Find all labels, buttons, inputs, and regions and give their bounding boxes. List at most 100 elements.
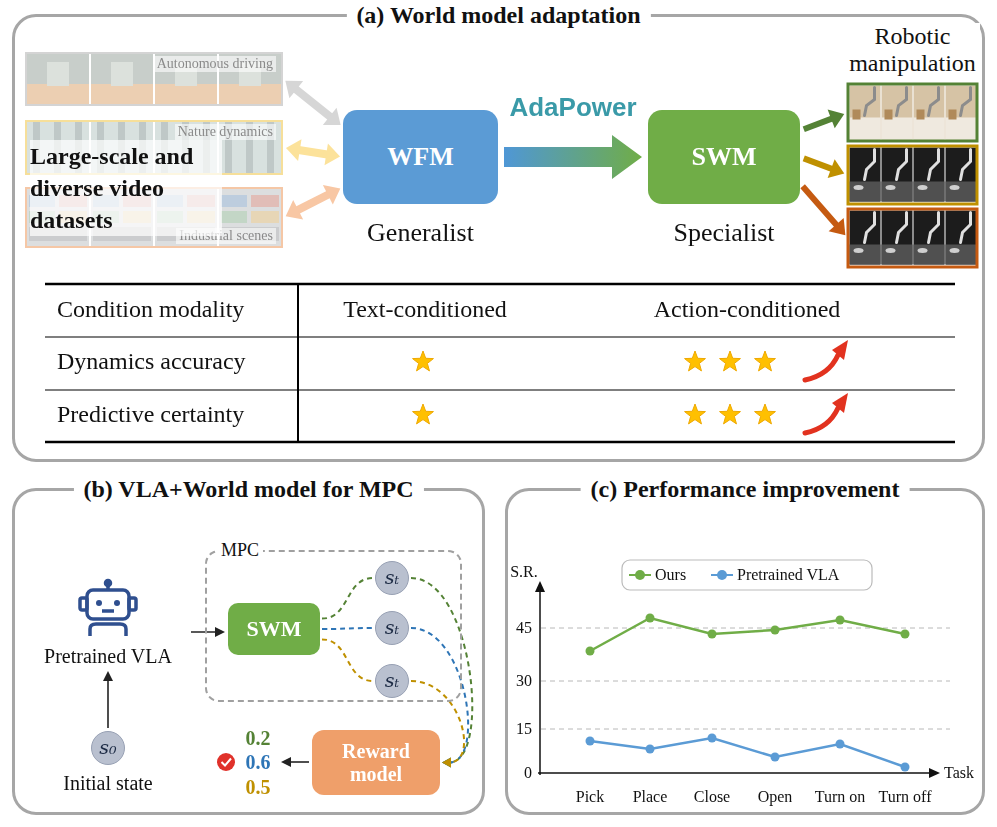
video-frames bbox=[27, 54, 281, 246]
video-frames bbox=[91, 54, 153, 104]
node-text: Nature dynamics bbox=[175, 124, 276, 140]
robot-frames bbox=[882, 86, 913, 140]
robot-frames bbox=[882, 148, 913, 202]
table-cell: Predictive certainty bbox=[57, 401, 244, 429]
robot-icon bbox=[80, 598, 87, 610]
table-rule bbox=[45, 283, 955, 286]
trend-arrow bbox=[805, 393, 848, 433]
arrow-head bbox=[215, 627, 225, 637]
trend-arrow bbox=[832, 393, 848, 413]
connector bbox=[804, 158, 845, 178]
node-text: (b) VLA+World model for MPC bbox=[73, 474, 423, 504]
state-circle: sₜ bbox=[375, 664, 409, 698]
legend-swatch bbox=[629, 574, 651, 576]
score-value: 0.2 bbox=[246, 727, 271, 750]
video-frames bbox=[27, 54, 89, 104]
chart-axis bbox=[929, 768, 940, 778]
robot-frames bbox=[848, 146, 977, 204]
series-ours bbox=[708, 630, 717, 639]
robot-frames bbox=[914, 148, 945, 202]
node-text: Pretrained VLA bbox=[28, 645, 188, 668]
table-rule bbox=[45, 284, 955, 442]
connector-line bbox=[804, 158, 834, 169]
series-ours bbox=[586, 614, 910, 656]
rating-star bbox=[413, 404, 434, 424]
state-circle: s₀Initial state bbox=[91, 731, 125, 765]
state-circle: sₜ bbox=[375, 561, 409, 595]
arrow-head bbox=[828, 110, 845, 129]
robot-icon bbox=[114, 600, 120, 606]
tick-label: 30 bbox=[516, 672, 532, 690]
node-text: SWM bbox=[692, 142, 757, 172]
table-cell: Action-conditioned bbox=[654, 296, 841, 324]
series-ours bbox=[836, 616, 845, 625]
robot-frames bbox=[850, 148, 881, 202]
series-pretrained bbox=[836, 740, 845, 749]
trend-arrow bbox=[832, 340, 848, 360]
table-rule bbox=[45, 441, 955, 444]
connector bbox=[322, 578, 373, 619]
series-ours bbox=[646, 614, 655, 623]
trend-arrow bbox=[805, 355, 838, 380]
robot-frames bbox=[914, 211, 945, 265]
robot-icon bbox=[96, 600, 102, 606]
check-icon bbox=[217, 753, 235, 771]
connector-line bbox=[294, 88, 332, 118]
check-icon bbox=[222, 759, 232, 766]
rating-star bbox=[413, 351, 434, 371]
arrow-head bbox=[442, 758, 451, 768]
connector-line bbox=[296, 194, 331, 212]
series-ours bbox=[590, 618, 905, 651]
node-text: (a) World model adaptation bbox=[346, 0, 650, 30]
rating-star bbox=[755, 404, 776, 424]
connector bbox=[286, 139, 340, 165]
panel: (c) Performance improvement bbox=[505, 488, 985, 815]
robot-frames bbox=[914, 86, 945, 140]
connector-line bbox=[803, 186, 838, 226]
robot-frames bbox=[946, 148, 977, 202]
rating-star bbox=[685, 404, 706, 424]
connector bbox=[804, 110, 845, 130]
rating-star bbox=[720, 351, 741, 371]
node-text: sₜ bbox=[385, 670, 399, 692]
arrow-head bbox=[323, 185, 340, 205]
model-box: SWMSpecialist bbox=[648, 110, 800, 204]
node-text: SWM bbox=[247, 616, 302, 641]
node-text: WFM bbox=[387, 142, 453, 172]
category-label: Pick bbox=[576, 788, 604, 806]
robot-icon bbox=[102, 609, 114, 613]
connector bbox=[803, 186, 846, 235]
robot-frames bbox=[946, 211, 977, 265]
score-arrow bbox=[281, 757, 309, 767]
reward-box: Reward model bbox=[312, 730, 440, 795]
check-icon bbox=[217, 753, 235, 771]
category-label: Turn on bbox=[815, 788, 866, 806]
node-text: Initial state bbox=[63, 772, 152, 795]
table-rule bbox=[297, 284, 299, 442]
score-value: 0.5 bbox=[246, 776, 271, 799]
arrow-head bbox=[323, 108, 341, 125]
arrow-head bbox=[103, 671, 113, 681]
arrow-head bbox=[286, 139, 302, 161]
connector-line bbox=[297, 150, 329, 155]
table-rule bbox=[45, 389, 955, 390]
dataset-caption: Large-scale and diverse video datasets bbox=[30, 140, 222, 236]
category-label: Close bbox=[694, 788, 730, 806]
robot-frames bbox=[882, 211, 913, 265]
table-cell: Text-conditioned bbox=[343, 296, 507, 324]
robot-frames bbox=[848, 84, 977, 267]
node-text: (c) Performance improvement bbox=[581, 474, 910, 504]
model-box: WFMGeneralist bbox=[343, 110, 498, 204]
robot-icon bbox=[129, 598, 136, 610]
chart-axis bbox=[535, 581, 545, 592]
panel: (a) World model adaptationAutonomous dri… bbox=[12, 14, 985, 462]
mpc-group: MPCSWMsₜsₜsₜ bbox=[205, 550, 462, 702]
tick-label: 45 bbox=[516, 619, 532, 637]
connector-curve bbox=[322, 639, 373, 681]
connector bbox=[504, 135, 642, 179]
connector-curve bbox=[322, 628, 373, 629]
axis-title: Task bbox=[944, 764, 974, 782]
robot-icon bbox=[87, 590, 129, 619]
node-text: s₀ bbox=[99, 737, 116, 759]
